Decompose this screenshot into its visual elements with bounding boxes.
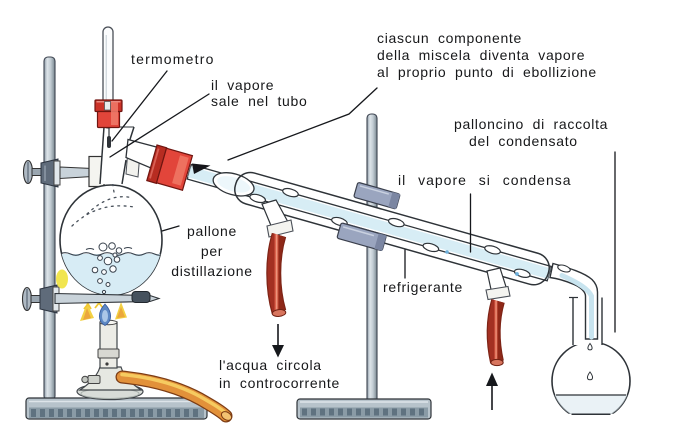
label-line: palloncino di raccolta bbox=[454, 116, 609, 132]
tube-bevel bbox=[192, 163, 211, 174]
label-palloncino-di-raccolta: palloncino di raccolta del condensato bbox=[454, 116, 608, 150]
ring-clamp bbox=[21, 284, 60, 314]
stand-rod-left bbox=[43, 56, 56, 401]
stand-base-right bbox=[296, 398, 432, 420]
label-line: il vapore bbox=[211, 77, 275, 93]
label-line: della miscela diventa vapore bbox=[377, 47, 586, 63]
water-outlet-tube bbox=[261, 199, 294, 317]
label-pallone-per-distillazione: pallone per distillazione bbox=[166, 221, 258, 281]
leader-pallone bbox=[161, 225, 180, 232]
label-vapore-si-condensa: il vapore si condensa bbox=[398, 172, 572, 189]
thermometer-stopper bbox=[94, 99, 123, 129]
label-line: il vapore si condensa bbox=[398, 172, 572, 188]
burner-flame bbox=[80, 301, 127, 326]
arrow-up-water-in bbox=[486, 372, 498, 410]
label-line: sale nel tubo bbox=[211, 93, 308, 109]
label-line: al proprio punto di ebollizione bbox=[377, 64, 597, 80]
label-line: l'acqua circola bbox=[219, 357, 322, 373]
stand-base-left bbox=[25, 397, 208, 420]
label-termometro: termometro bbox=[131, 51, 215, 68]
label-line: refrigerante bbox=[383, 279, 463, 295]
label-line: distillazione bbox=[171, 263, 253, 279]
flask-clamp bbox=[22, 155, 105, 188]
condensate-droplet bbox=[515, 272, 519, 276]
label-ciascun-componente: ciascun componente della miscela diventa… bbox=[377, 30, 597, 81]
flame-glow bbox=[56, 269, 68, 289]
label-refrigerante: refrigerante bbox=[383, 279, 463, 296]
label-line: del condensato bbox=[469, 133, 578, 149]
condensate-droplet bbox=[445, 250, 449, 254]
arrow-down-water-out bbox=[272, 324, 284, 358]
label-acqua-controcorrente: l'acqua circola in controcorrente bbox=[219, 356, 340, 392]
label-vapore-sale-nel-tubo: il vapore sale nel tubo bbox=[211, 77, 308, 109]
leader-termometro bbox=[111, 70, 168, 142]
bunsen-burner bbox=[76, 319, 144, 401]
gas-valve-knob bbox=[81, 375, 89, 384]
thermometer-bulb bbox=[107, 128, 111, 148]
label-line: ciascun componente bbox=[377, 30, 523, 46]
label-line: per bbox=[200, 243, 224, 259]
leader-lines bbox=[109, 70, 616, 333]
delivery-tube bbox=[549, 262, 599, 340]
wire-gauze-arm bbox=[54, 291, 161, 305]
water-inlet-tube bbox=[485, 267, 511, 367]
condenser-stopper bbox=[146, 144, 194, 192]
stand-rod-right bbox=[366, 113, 378, 407]
condenser-clamps bbox=[336, 182, 401, 252]
label-line: in controcorrente bbox=[219, 375, 340, 391]
gas-tube bbox=[115, 370, 233, 423]
leader-ciascun bbox=[227, 87, 378, 161]
condensate-drops bbox=[586, 342, 594, 381]
condenser bbox=[186, 163, 553, 286]
label-line: termometro bbox=[131, 51, 215, 67]
leader-vapore-tubo bbox=[109, 93, 210, 158]
bubbles bbox=[91, 242, 123, 295]
label-line: pallone bbox=[186, 223, 238, 239]
